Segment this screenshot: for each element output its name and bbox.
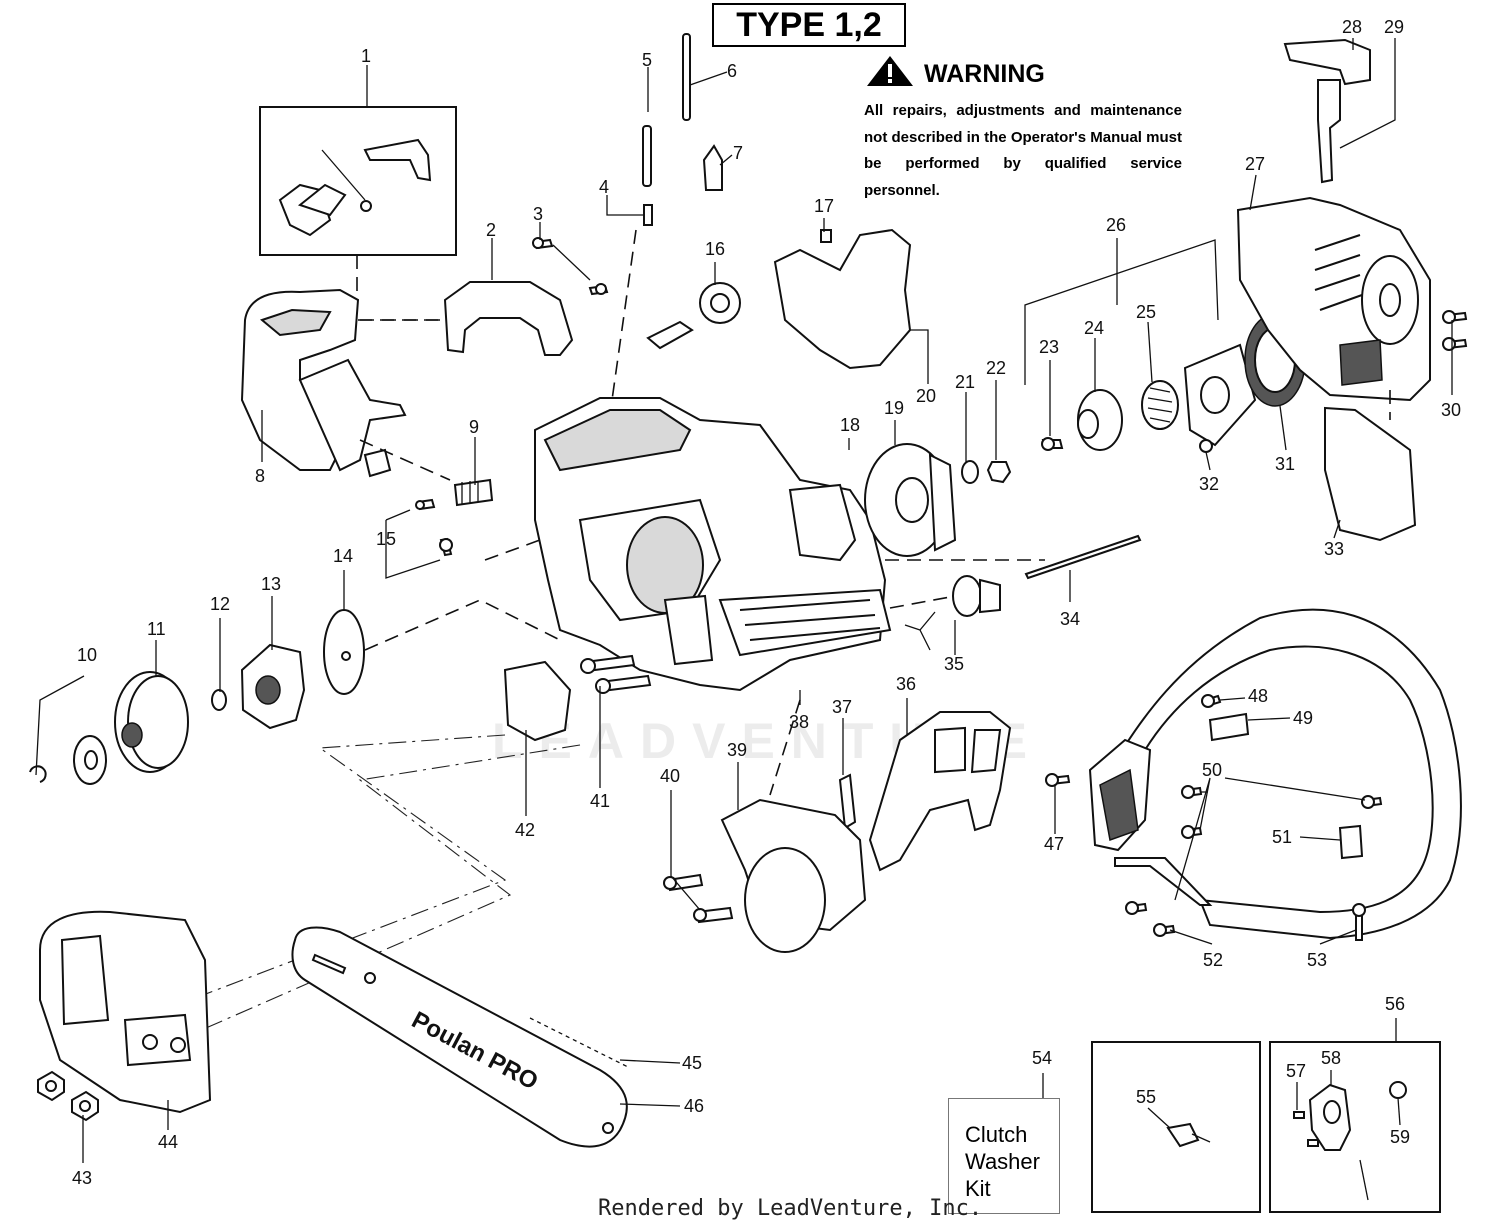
callout-35: 35 [944, 654, 964, 674]
callout-19: 19 [884, 398, 904, 418]
callout-13: 13 [261, 574, 281, 594]
callout-54: 54 [1032, 1048, 1052, 1068]
callout-55: 55 [1136, 1087, 1156, 1107]
callout-47: 47 [1044, 834, 1064, 854]
callout-48: 48 [1248, 686, 1268, 706]
callout-46: 46 [684, 1096, 704, 1116]
kit-box-55 [1091, 1041, 1261, 1213]
callout-8: 8 [255, 466, 265, 486]
callout-18: 18 [840, 415, 860, 435]
callout-14: 14 [333, 546, 353, 566]
callout-38: 38 [789, 712, 809, 732]
callout-37: 37 [832, 697, 852, 717]
callout-25: 25 [1136, 302, 1156, 322]
callout-50: 50 [1202, 760, 1222, 780]
callout-4: 4 [599, 177, 609, 197]
callout-42: 42 [515, 820, 535, 840]
callout-11: 11 [147, 619, 166, 639]
callout-21: 21 [955, 372, 975, 392]
kit-label-line-3: Kit [965, 1176, 991, 1201]
kit-label-line-1: Clutch [965, 1122, 1028, 1147]
warning-text: All repairs, adjustments and maintenance… [864, 102, 1182, 199]
callout-10: 10 [77, 645, 97, 665]
callout-56: 56 [1385, 994, 1405, 1014]
footer-credit: Rendered by LeadVenture, Inc. [598, 1196, 983, 1221]
callout-33: 33 [1324, 539, 1344, 559]
callout-20: 20 [916, 386, 936, 406]
callout-43: 43 [72, 1168, 92, 1188]
callout-51: 51 [1272, 827, 1292, 847]
callout-17: 17 [814, 196, 834, 216]
callout-numbers: 1 2 3 4 5 6 7 8 9 10 11 12 13 14 15 16 1… [72, 17, 1461, 1188]
callout-27: 27 [1245, 154, 1265, 174]
warning-title: WARNING [924, 60, 1045, 88]
callout-6: 6 [727, 61, 737, 81]
warning-icon [867, 56, 913, 86]
callout-3: 3 [533, 204, 543, 224]
callout-28: 28 [1342, 17, 1362, 37]
kit-box-56 [1269, 1041, 1441, 1213]
callout-30: 30 [1441, 400, 1461, 420]
callout-53: 53 [1307, 950, 1327, 970]
callout-59: 59 [1390, 1127, 1410, 1147]
callout-32: 32 [1199, 474, 1219, 494]
callout-5: 5 [642, 50, 652, 70]
callout-12: 12 [210, 594, 230, 614]
callout-34: 34 [1060, 609, 1080, 629]
callout-49: 49 [1293, 708, 1313, 728]
callout-29: 29 [1384, 17, 1404, 37]
callout-22: 22 [986, 358, 1006, 378]
callout-9: 9 [469, 417, 479, 437]
callout-44: 44 [158, 1132, 178, 1152]
callout-15: 15 [376, 529, 396, 549]
callout-52: 52 [1203, 950, 1223, 970]
kit-label-line-2: Washer [965, 1149, 1040, 1174]
callout-41: 41 [590, 791, 610, 811]
callout-26: 26 [1106, 215, 1126, 235]
callout-1: 1 [361, 46, 371, 66]
callout-24: 24 [1084, 318, 1104, 338]
callout-45: 45 [682, 1053, 702, 1073]
callout-57: 57 [1286, 1061, 1306, 1081]
leader-lines [35, 38, 1453, 1163]
clutch-washer-kit-label: Clutch Washer Kit [948, 1098, 1060, 1214]
callout-36: 36 [896, 674, 916, 694]
callout-40: 40 [660, 766, 680, 786]
callout-58: 58 [1321, 1048, 1341, 1068]
callout-39: 39 [727, 740, 747, 760]
type-label: TYPE 1,2 [712, 3, 906, 47]
inset-box-part-1 [259, 106, 457, 256]
callout-31: 31 [1275, 454, 1295, 474]
callout-16: 16 [705, 239, 725, 259]
callout-23: 23 [1039, 337, 1059, 357]
callout-7: 7 [733, 143, 743, 163]
callout-2: 2 [486, 220, 496, 240]
